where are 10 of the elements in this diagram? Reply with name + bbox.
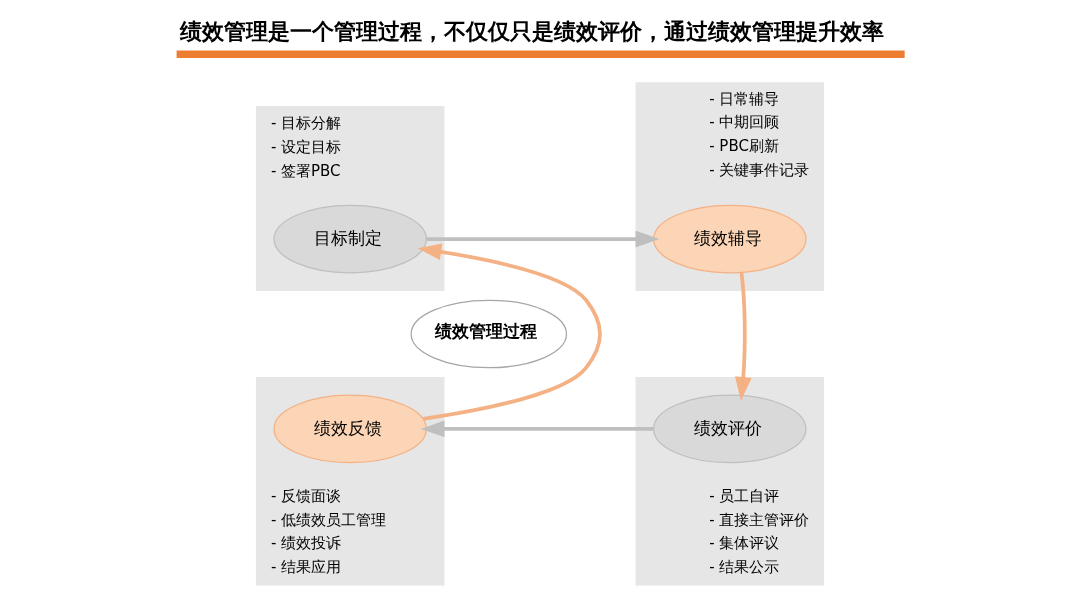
arrow [426,230,660,248]
node-ellipse: 目标制定 [273,204,427,274]
diagram-title: 绩效管理是一个管理过程，不仅仅只是绩效评价，通过绩效管理提升效率 [180,17,885,44]
arrow [420,420,654,438]
node-ellipse: 绩效反馈 [273,394,427,464]
node-ellipse: 绩效管理过程 [410,299,568,369]
arrow [735,272,752,401]
node-ellipse: 绩效辅导 [653,204,807,274]
node-ellipse: 绩效评价 [653,394,807,464]
arrow [417,243,602,421]
